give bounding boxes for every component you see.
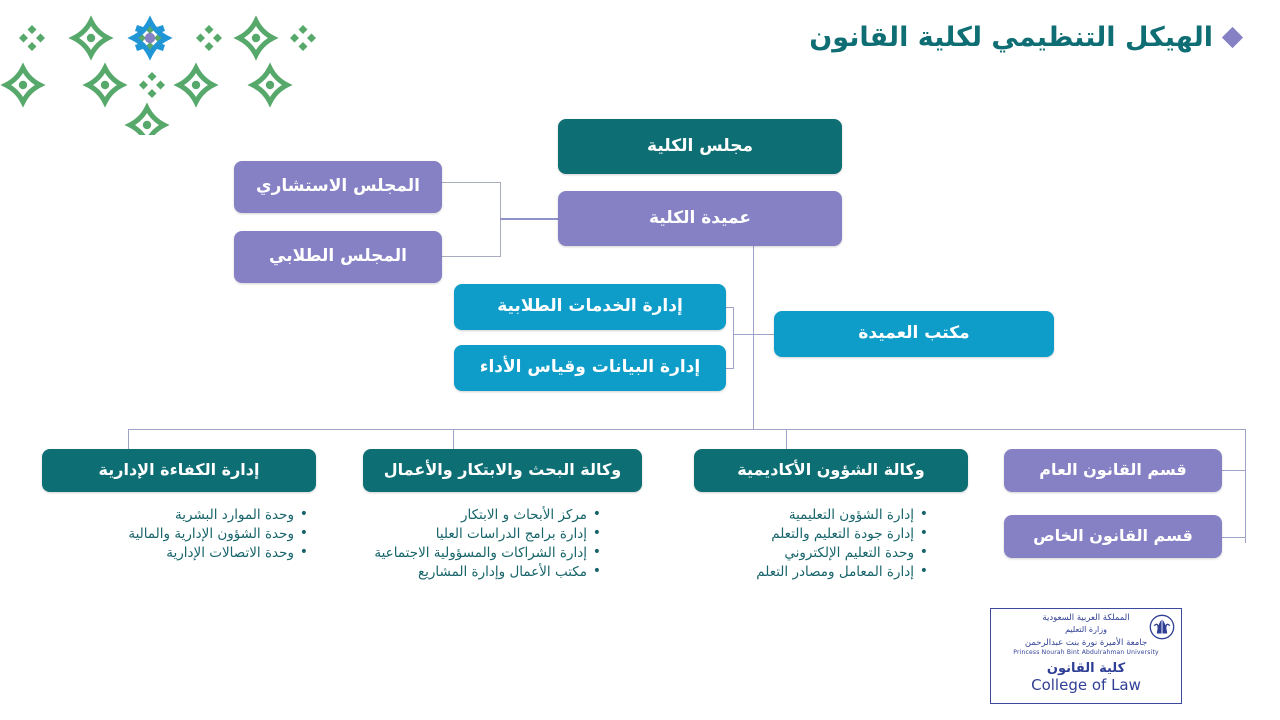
- bullet-list-admin-efficiency-items: وحدة الموارد البشرية وحدة الشؤون الإداري…: [60, 505, 310, 563]
- bullet-list-academic-items: إدارة الشؤون التعليمية إدارة جودة التعلي…: [660, 505, 930, 582]
- node-dean-office[interactable]: مكتب العميدة: [774, 311, 1054, 357]
- list-item: إدارة الشؤون التعليمية: [660, 505, 928, 525]
- connector-dean-spine: [753, 246, 754, 429]
- bullet-list-research-items: مركز الأبحاث و الابتكار إدارة برامج الدر…: [318, 505, 603, 582]
- node-college-council[interactable]: مجلس الكلية: [558, 119, 842, 174]
- bullet-list-research: مركز الأبحاث و الابتكار إدارة برامج الدر…: [318, 505, 603, 582]
- page-title-text: الهيكل التنظيمي لكلية القانون: [809, 22, 1213, 53]
- list-item: إدارة المعامل ومصادر التعلم: [660, 562, 928, 582]
- list-item: مكتب الأعمال وإدارة المشاريع: [318, 562, 601, 582]
- connector-student-services: [726, 307, 734, 308]
- connector-dean-office: [753, 334, 775, 335]
- list-item: إدارة الشراكات والمسؤولية الاجتماعية: [318, 543, 601, 563]
- connector-drop-research: [453, 429, 454, 451]
- decorative-motif-cluster: [0, 0, 320, 135]
- node-data-performance[interactable]: إدارة البيانات وقياس الأداء: [454, 345, 726, 391]
- node-student-services[interactable]: إدارة الخدمات الطلابية: [454, 284, 726, 330]
- connector-councils-to-dean: [500, 218, 560, 220]
- node-academic-vice[interactable]: وكالة الشؤون الأكاديمية: [694, 449, 968, 492]
- connector-student-horizontal: [441, 256, 501, 257]
- list-item: إدارة برامج الدراسات العليا: [318, 524, 601, 544]
- connector-admin-bracket-vertical: [733, 307, 734, 368]
- page-title: الهيكل التنظيمي لكلية القانون: [809, 22, 1244, 53]
- connector-private-law: [1222, 537, 1246, 538]
- logo-line-college-en: College of Law: [1031, 676, 1141, 694]
- university-logo: المملكة العربية السعودية وزارة التعليم ج…: [990, 608, 1182, 704]
- node-student-council[interactable]: المجلس الطلابي: [234, 231, 442, 283]
- node-admin-efficiency[interactable]: إدارة الكفاءة الإدارية: [42, 449, 316, 492]
- node-dean[interactable]: عميدة الكلية: [558, 191, 842, 246]
- logo-line-university-en: Princess Nourah Bint Abdulrahman Univers…: [1013, 649, 1159, 656]
- logo-line-kingdom: المملكة العربية السعودية: [1042, 613, 1130, 623]
- list-item: وحدة الشؤون الإدارية والمالية: [60, 524, 308, 544]
- bullet-list-academic: إدارة الشؤون التعليمية إدارة جودة التعلي…: [660, 505, 930, 582]
- connector-drop-academic: [786, 429, 787, 451]
- node-research-vice[interactable]: وكالة البحث والابتكار والأعمال: [363, 449, 642, 492]
- connector-admin-bracket-to-spine: [733, 334, 753, 335]
- node-private-law-dept[interactable]: قسم القانون الخاص: [1004, 515, 1222, 558]
- list-item: وحدة التعليم الإلكتروني: [660, 543, 928, 563]
- logo-line-ministry: وزارة التعليم: [1065, 625, 1107, 634]
- bullet-list-admin-efficiency: وحدة الموارد البشرية وحدة الشؤون الإداري…: [60, 505, 310, 563]
- connector-public-law: [1222, 470, 1246, 471]
- list-item: إدارة جودة التعليم والتعلم: [660, 524, 928, 544]
- connector-advisory-horizontal: [441, 182, 501, 183]
- connector-drop-admin-efficiency: [128, 429, 129, 451]
- university-emblem-icon: [1149, 614, 1175, 640]
- connector-drop-departments: [1245, 429, 1246, 543]
- logo-line-university-ar: جامعة الأميرة نورة بنت عبدالرحمن: [1024, 638, 1148, 648]
- node-public-law-dept[interactable]: قسم القانون العام: [1004, 449, 1222, 492]
- node-advisory-council[interactable]: المجلس الاستشاري: [234, 161, 442, 213]
- list-item: مركز الأبحاث و الابتكار: [318, 505, 601, 525]
- motif-pattern-icon: [0, 15, 316, 135]
- list-item: وحدة الاتصالات الإدارية: [60, 543, 308, 563]
- connector-bottom-rail: [128, 429, 1245, 430]
- diamond-icon: [1221, 26, 1244, 49]
- logo-line-college-ar: كلية القانون: [1046, 661, 1126, 676]
- list-item: وحدة الموارد البشرية: [60, 505, 308, 525]
- connector-data-performance: [726, 368, 734, 369]
